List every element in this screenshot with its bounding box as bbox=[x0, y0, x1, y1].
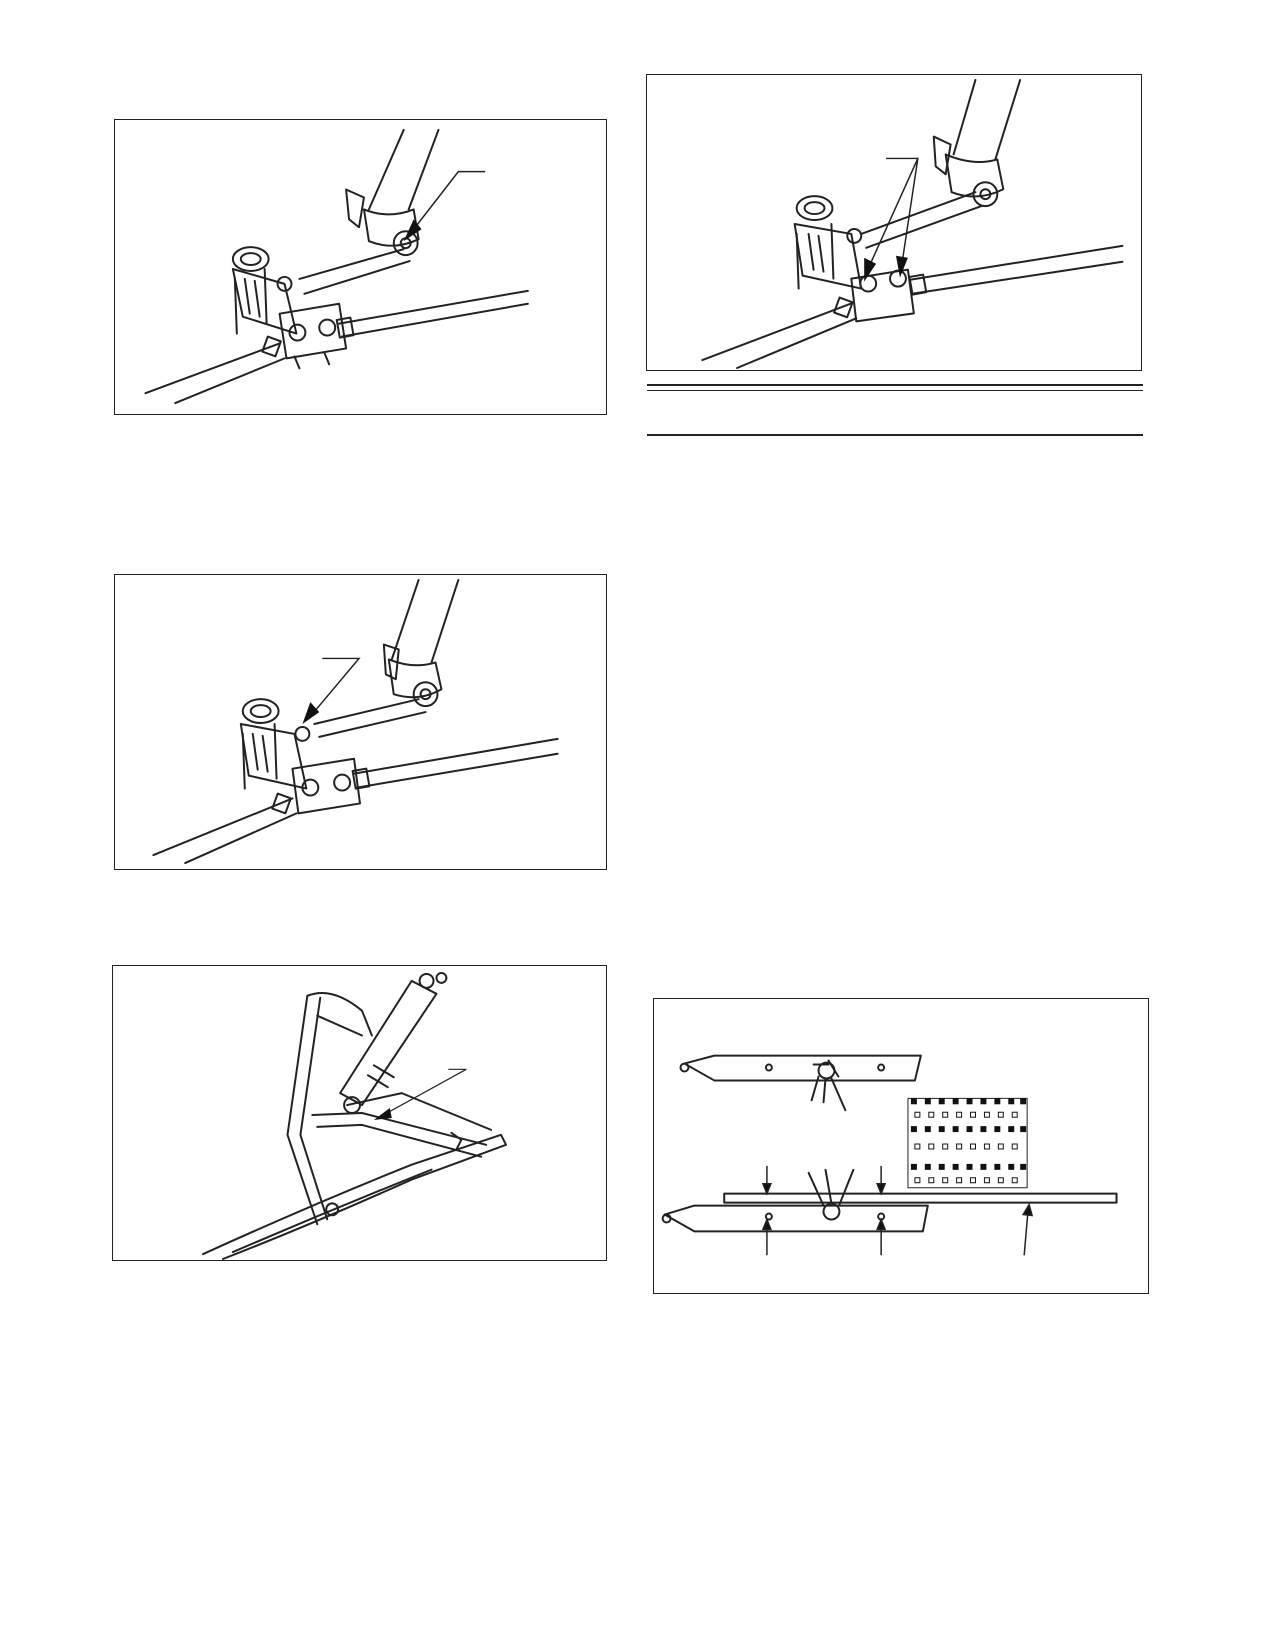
figure-steering-linkage-3 bbox=[646, 74, 1142, 371]
figure-ski-leg-shock bbox=[112, 965, 607, 1261]
steering-linkage-drawing-1 bbox=[144, 128, 529, 405]
ski-leg-drawing bbox=[202, 971, 507, 1260]
section-rule-single bbox=[647, 434, 1143, 436]
section-rule-double-top bbox=[647, 384, 1143, 386]
section-rule-double-bottom bbox=[647, 390, 1143, 391]
figure-steering-linkage-1 bbox=[114, 119, 607, 415]
steering-linkage-drawing-3 bbox=[701, 78, 1124, 370]
figure-ski-runner-alignment bbox=[653, 998, 1149, 1294]
steering-linkage-drawing-2 bbox=[152, 578, 559, 865]
ski-runner-drawing bbox=[661, 1054, 1118, 1256]
figure-steering-linkage-2 bbox=[114, 574, 607, 870]
track-lug-pattern bbox=[910, 1098, 1027, 1184]
